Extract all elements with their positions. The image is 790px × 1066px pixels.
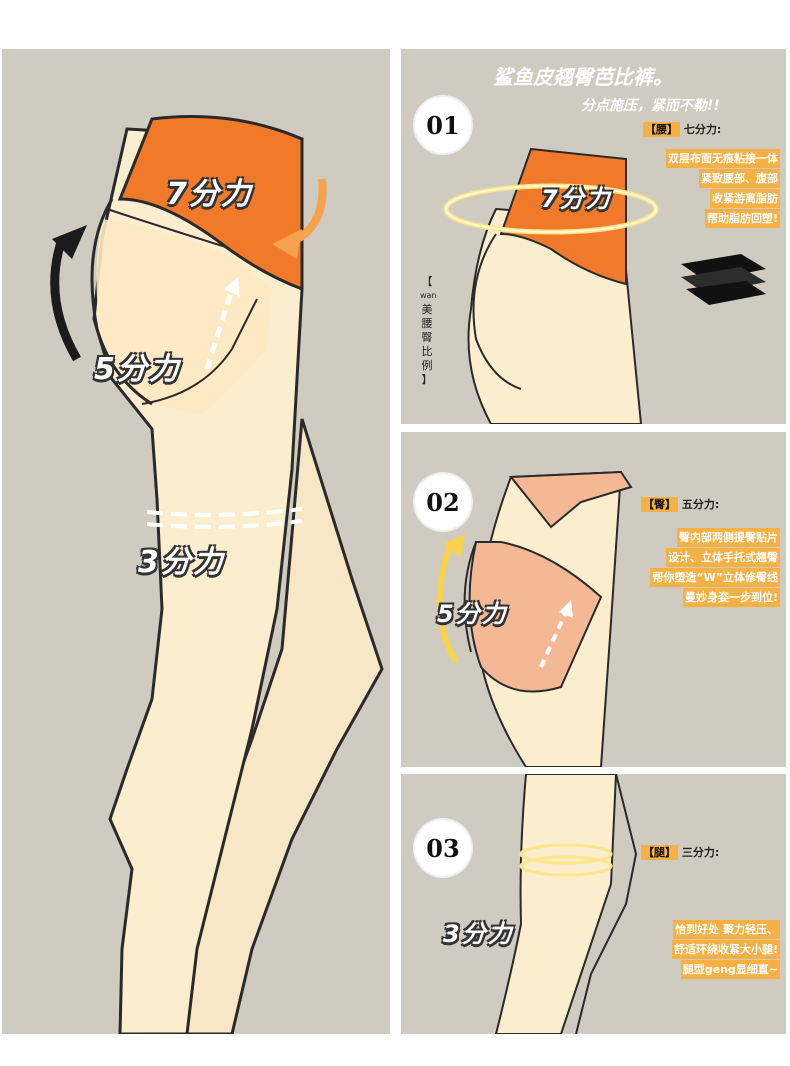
hip-description: 臀内部两侧提臀贴片 设计、立体手托式翘臀 帮你塑造“W”立体修臀线 曼妙身姿一步… — [650, 528, 780, 608]
hip-line-4: 曼妙身姿一步到位! — [682, 588, 780, 607]
side-label-char: 【 — [421, 275, 433, 288]
leg-force-label: 3分力 — [138, 545, 225, 580]
hip-line-3: 帮你塑造“W”立体修臀线 — [650, 568, 780, 587]
hip-force-label: 5分力 — [94, 352, 181, 387]
leg-illustration — [494, 774, 638, 1034]
hip-illustration — [436, 470, 633, 767]
waist-line-2: 紧致腰部、腹部 — [699, 169, 780, 188]
side-label-char: 美 — [421, 303, 433, 316]
leg-description: 恰到好处 聚力轻压、 舒适环绕收紧大小腿! 腿型geng显细直~ — [671, 920, 780, 980]
waist-line-4: 帮助脂肪回塑! — [704, 209, 780, 228]
leg-section-panel: 03 3分力 【腿】 三分力: 恰到好处 聚力轻压、 舒适环绕收紧大小腿! 腿型… — [401, 774, 786, 1034]
hip-tag-force: 五分力: — [681, 498, 720, 511]
waist-tag-main: 【腰】 — [645, 123, 678, 136]
leg-line-3: 腿型geng显细直~ — [680, 960, 780, 979]
section-number-02: 02 — [415, 474, 471, 530]
leg-force-label-03: 3分力 — [443, 920, 514, 948]
leg-tag: 【腿】 三分力: — [641, 844, 719, 860]
side-label-char: 】 — [421, 373, 433, 386]
leg-line-2: 舒适环绕收紧大小腿! — [671, 940, 780, 959]
header-title: 鲨鱼皮翘臀芭比裤。 — [493, 65, 673, 89]
hip-force-label-02: 5分力 — [437, 600, 508, 628]
waist-force-label: 7分力 — [166, 177, 253, 212]
waist-force-label-01: 7分力 — [541, 185, 612, 213]
side-label-char: 腰 — [421, 317, 433, 330]
leggings-side-view-illustration — [50, 115, 384, 1034]
section-number-03: 03 — [415, 820, 471, 876]
side-label-char: 例 — [421, 359, 433, 372]
hip-line-1: 臀内部两侧提臀贴片 — [677, 528, 780, 547]
waist-description: 双层布面无痕粘接一体 紧致腰部、腹部 收紧游离脂肪 帮助脂肪回塑! — [666, 149, 780, 229]
leg-line-1: 恰到好处 聚力轻压、 — [673, 920, 780, 939]
left-illustration-panel: 7分力 5分力 3分力 — [2, 49, 390, 1034]
side-label-char: 比 — [421, 345, 433, 358]
hip-section-panel: 02 5分力 【臀】 五分力: 臀内部两侧提臀贴片 设计、立体手托式翘臀 帮你塑… — [401, 432, 786, 767]
waist-illustration — [443, 147, 766, 424]
side-label-char: 臀 — [421, 331, 433, 344]
leg-tag-force: 三分力: — [681, 846, 720, 859]
waist-tag-force: 七分力: — [683, 123, 722, 136]
waist-line-1: 双层布面无痕粘接一体 — [666, 149, 780, 168]
side-vertical-label: 【 wan 美 腰 臀 比 例 】 — [420, 275, 437, 387]
hip-tag-main: 【臀】 — [643, 498, 676, 511]
waist-section-panel: 01 鲨鱼皮翘臀芭比裤。 分点施压，紧而不勒!! 7分力 【腰】 七分力: 双层… — [401, 49, 786, 424]
hip-line-2: 设计、立体手托式翘臀 — [666, 548, 780, 567]
waist-tag: 【腰】 七分力: — [643, 121, 721, 137]
leg-tag-main: 【腿】 — [643, 846, 676, 859]
header-subtitle: 分点施压，紧而不勒!! — [581, 98, 720, 114]
section-number-01: 01 — [415, 97, 471, 153]
hip-tag: 【臀】 五分力: — [641, 496, 719, 512]
waist-line-3: 收紧游离脂肪 — [710, 189, 780, 208]
side-label-char: wan — [420, 291, 437, 300]
